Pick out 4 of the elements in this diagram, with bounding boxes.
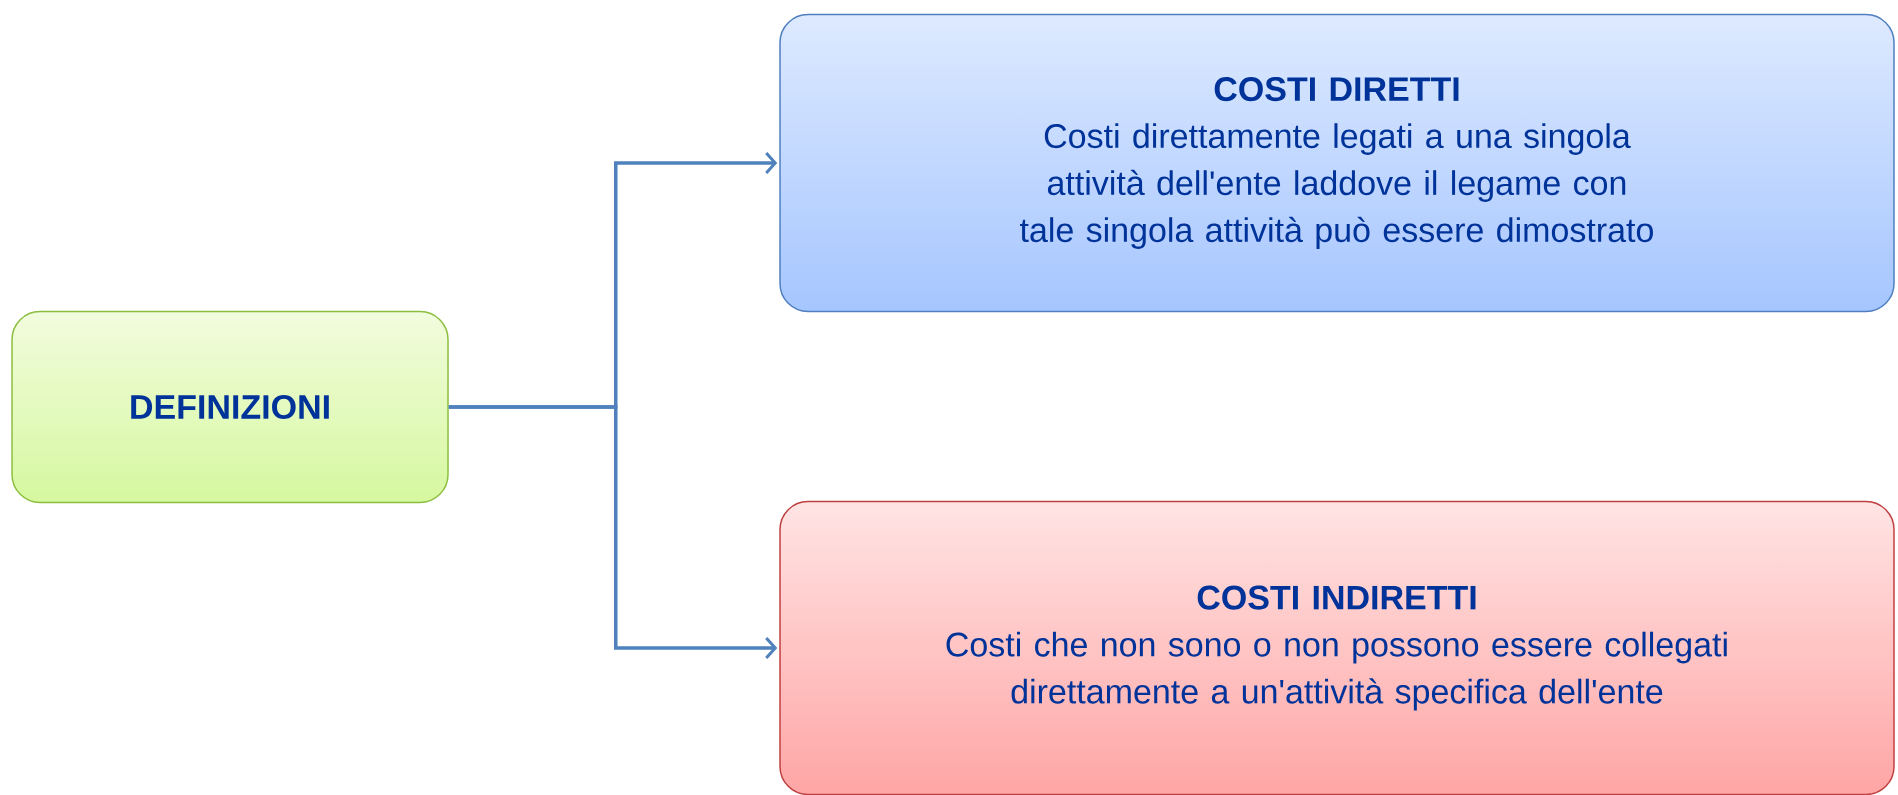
arrow <box>448 405 778 659</box>
root-box: DEFINIZIONI <box>11 310 449 504</box>
category-box: COSTI DIRETTI Costi direttamente legati a una singola attività dell'ente laddove il legame con tale singola attività può essere dimostrato <box>779 13 1895 313</box>
category-box: COSTI INDIRETTI Costi che non sono o non possono essere collegati direttamente a un'attività specifica dell'ente <box>779 500 1895 795</box>
